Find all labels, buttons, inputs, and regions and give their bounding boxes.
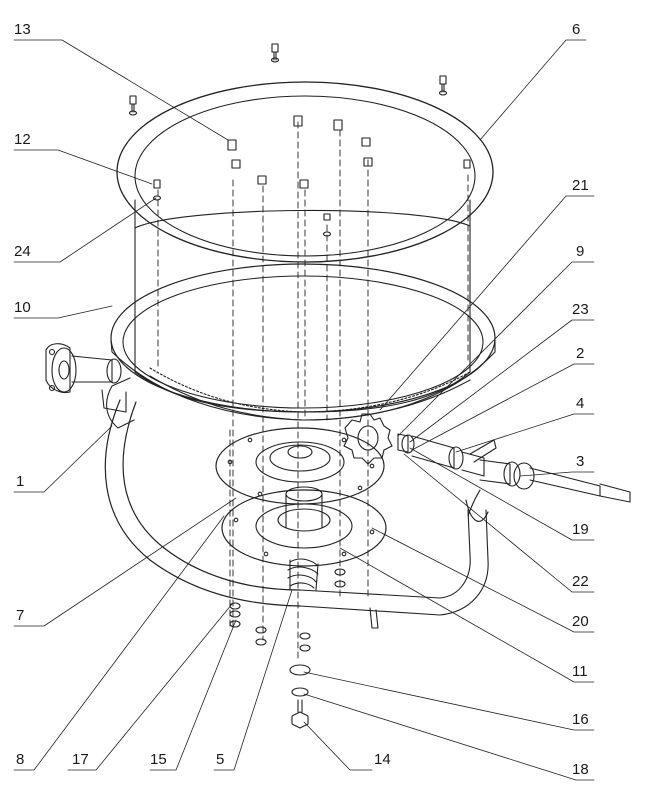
callout-13: 13: [14, 21, 31, 38]
callout-17: 17: [72, 751, 89, 768]
callout-14: 14: [374, 751, 391, 768]
callout-11: 11: [572, 663, 588, 680]
callout-23: 23: [572, 301, 589, 318]
drive-shaft: [397, 433, 631, 517]
callout-15: 15: [150, 751, 167, 768]
callout-leaders: [13, 39, 595, 781]
fastener-stack: [229, 568, 346, 729]
callout-19: 19: [572, 521, 589, 538]
drum-body: [116, 81, 494, 413]
gear-ring-flange: [110, 263, 496, 421]
callout-9: 9: [576, 243, 585, 260]
drum-top-bolts: [128, 43, 471, 237]
upper-bearing-plate: [215, 427, 385, 505]
callout-4: 4: [576, 395, 585, 412]
callout-12: 12: [14, 131, 31, 148]
callout-3: 3: [576, 453, 585, 470]
callout-5: 5: [216, 751, 225, 768]
bolt-axis-lines: [157, 121, 469, 661]
callout-1: 1: [16, 473, 25, 490]
callout-8: 8: [16, 751, 25, 768]
callout-21: 21: [572, 177, 589, 194]
callout-20: 20: [572, 613, 589, 630]
left-flange-mount: [45, 343, 127, 413]
spring: [287, 558, 319, 591]
callout-7: 7: [16, 607, 25, 624]
callout-10: 10: [14, 299, 31, 316]
tubular-frame: [104, 377, 489, 629]
callout-18: 18: [572, 761, 589, 778]
callout-22: 22: [572, 573, 589, 590]
callout-24: 24: [14, 243, 31, 260]
lower-bearing-plate: [221, 486, 387, 567]
callout-6: 6: [572, 21, 581, 38]
callout-2: 2: [576, 345, 585, 362]
callout-16: 16: [572, 711, 589, 728]
